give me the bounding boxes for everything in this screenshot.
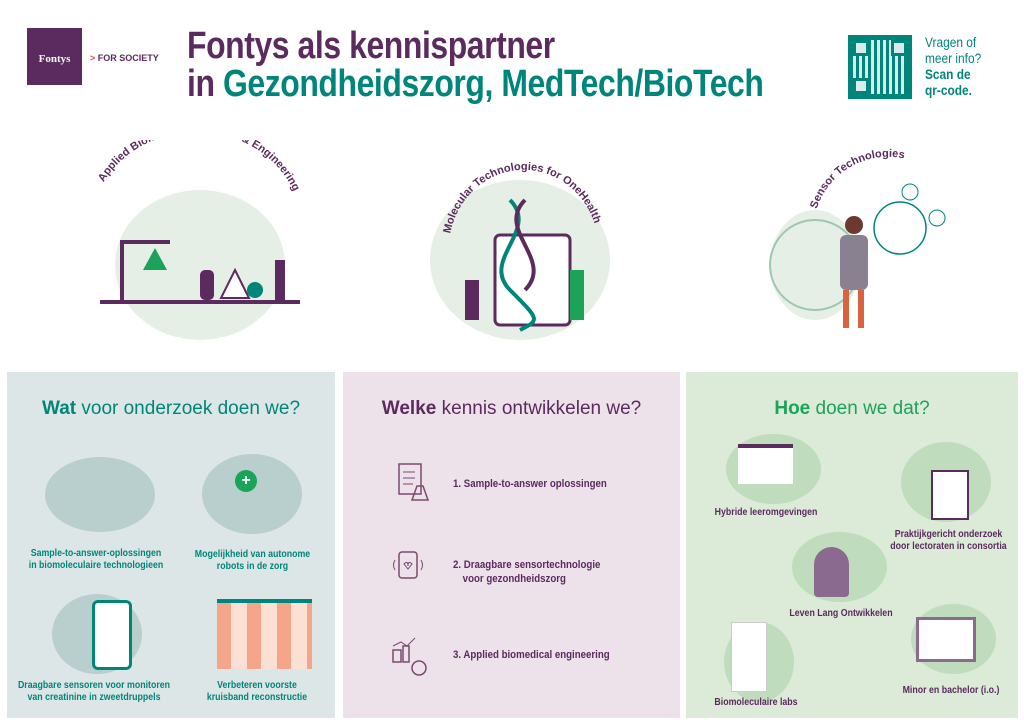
panel-title-rest: kennis ontwikkelen we? (436, 398, 642, 419)
theme-applied-biomedical: Applied Biomedical Sciences & Engineerin… (60, 140, 320, 340)
how-item-4: Biomoleculaire labs (714, 697, 798, 708)
knee-xray-illustration (217, 599, 312, 669)
title-line-1: Fontys als kennispartner (187, 25, 555, 67)
panel-title: Hoe doen we dat? (686, 398, 1018, 420)
lab-illustration: Applied Biomedical Sciences & Engineerin… (96, 140, 302, 304)
panel-title-bold: Wat (41, 398, 77, 419)
smartwatch-icon (393, 551, 423, 579)
qr-text-1: Vragen of (925, 34, 977, 50)
shelf-icon (731, 622, 767, 692)
checklist-flask-icon (398, 463, 430, 501)
theme-label: Sensor Technologies (808, 148, 906, 210)
phone-icon (92, 600, 132, 670)
title-line-2-prefix: in (187, 63, 215, 105)
panel-title-bold: Hoe (774, 398, 811, 419)
board-icon (931, 470, 969, 520)
qr-info-text: Vragen of meer info? Scan de qr-code. (925, 34, 981, 98)
knowledge-item-1: 1. Sample-to-answer oplossingen (453, 478, 607, 490)
tagline-text: FOR SOCIETY (97, 53, 159, 63)
theme-label: Molecular Technologies for OneHealth (441, 161, 603, 235)
head-icon (814, 547, 849, 597)
lab-equipment-illustration (45, 457, 155, 532)
panel-title-rest: voor onderzoek doen we? (76, 398, 301, 419)
panel-title: Wat voor onderzoek doen we? (7, 398, 335, 420)
fontys-logo: Fontys (27, 28, 82, 85)
panel-knowledge: Welke kennis ontwikkelen we? 1. Sample-t… (343, 372, 680, 718)
robot-illustration (202, 454, 302, 534)
panel-title-rest: doen we dat? (810, 398, 930, 419)
svg-text:Molecular Technologies for One: Molecular Technologies for OneHealth (441, 161, 603, 235)
knowledge-item-3: 3. Applied biomedical engineering (453, 649, 610, 661)
how-item-5: Minor en bachelor (i.o.) (902, 685, 1000, 696)
qr-code[interactable] (848, 35, 912, 99)
chart-flask-icon (392, 637, 427, 676)
tagline: > FOR SOCIETY (90, 53, 159, 63)
title-line-2-highlight: Gezondheidszorg, MedTech/BioTech (222, 63, 764, 105)
panel-research: Wat voor onderzoek doen we? + Sample-to-… (7, 372, 335, 718)
theme-molecular-tech: Molecular Technologies for OneHealth (390, 140, 650, 340)
monitor-icon (916, 617, 976, 662)
panel-title-bold: Welke (381, 398, 437, 419)
panel-how: Hoe doen we dat? Hybride leeromgevingen … (686, 372, 1018, 718)
screen-icon (738, 444, 793, 484)
svg-text:Sensor Technologies: Sensor Technologies (808, 148, 906, 210)
qr-text-2: meer info? (925, 50, 982, 66)
page-title: Fontys als kennispartner in Gezondheidsz… (187, 25, 764, 105)
sensor-illustration: Sensor Technologies (769, 148, 946, 328)
how-item-3: Leven Lang Ontwikkelen (789, 608, 893, 619)
dna-illustration: Molecular Technologies for OneHealth (441, 161, 603, 332)
logo-text: Fontys (38, 53, 71, 65)
svg-text:Applied Biomedical Sciences &: Applied Biomedical Sciences & Engineerin… (96, 140, 302, 193)
qr-text-3: Scan de (925, 66, 971, 82)
how-item-1: Hybride leeromgevingen (714, 507, 818, 518)
plus-icon: + (235, 470, 257, 492)
theme-label: Applied Biomedical Sciences & Engineerin… (96, 140, 302, 193)
tagline-arrow: > (90, 53, 96, 63)
theme-sensor-tech: Sensor Technologies (760, 140, 1020, 340)
panel-title: Welke kennis ontwikkelen we? (343, 398, 680, 420)
qr-text-4: qr-code. (925, 82, 972, 98)
